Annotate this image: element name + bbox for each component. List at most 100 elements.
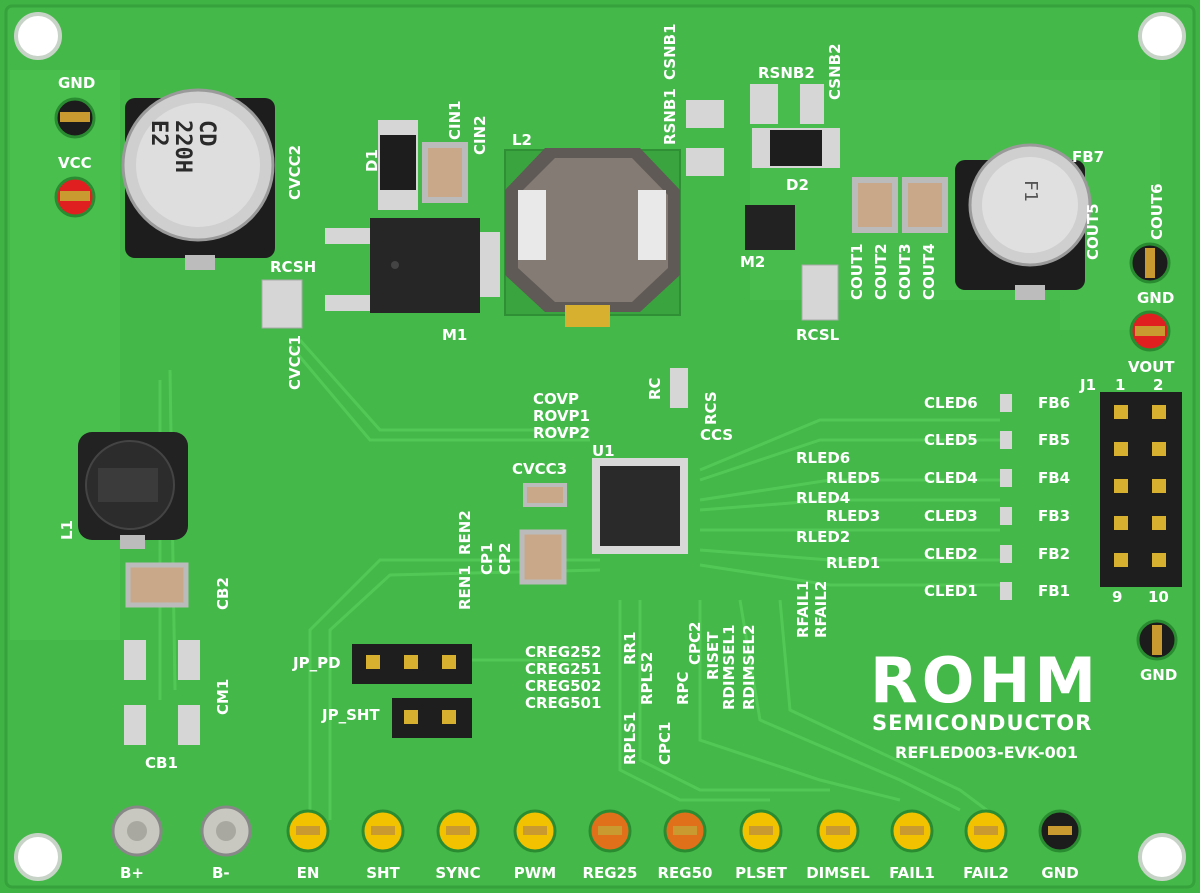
label-rdimsel1: RDIMSEL1	[720, 624, 738, 710]
label-ren1: REN1	[456, 565, 474, 610]
label-right-vout: VOUT	[1128, 358, 1175, 376]
test-point-wire	[673, 826, 697, 835]
terminal-right-vout[interactable]	[1129, 310, 1171, 352]
label-rdimsel2: RDIMSEL2	[740, 624, 758, 710]
label-rled-5: RLED5	[826, 469, 880, 487]
label-rled-1: RLED1	[826, 554, 880, 572]
cled-pad	[1000, 469, 1012, 487]
label-rled-2: RLED2	[796, 528, 850, 546]
label-jp-sht: JP_SHT	[321, 706, 380, 724]
test-point-wire	[446, 826, 470, 835]
mounting-holes	[14, 12, 1186, 881]
test-point-pwm[interactable]: PWM	[513, 809, 557, 882]
pcb-traces	[158, 339, 1001, 822]
label-cb2: CB2	[214, 577, 232, 610]
capacitor-cb2	[125, 562, 189, 608]
ic-u1	[592, 458, 688, 554]
test-point-sync[interactable]: SYNC	[435, 809, 481, 882]
test-point-fail2[interactable]: FAIL2	[963, 809, 1009, 882]
resistor-rsnb1	[686, 100, 724, 128]
test-point-label: PWM	[514, 864, 556, 882]
test-point-plset[interactable]: PLSET	[735, 809, 788, 882]
label-d1: D1	[363, 149, 381, 172]
label-creg252: CREG252	[525, 643, 601, 661]
label-rsnb2: RSNB2	[758, 64, 815, 82]
resistor-rsnb2	[750, 84, 778, 124]
terminal-left-vcc[interactable]	[54, 176, 96, 218]
label-rr1: RR1	[621, 631, 639, 665]
label-cout5: COUT5	[1084, 203, 1102, 260]
test-point-reg50[interactable]: REG50	[658, 809, 713, 882]
test-point-label: SHT	[366, 864, 400, 882]
terminal-bminus[interactable]	[200, 805, 252, 857]
label-cled-5: CLED5	[924, 431, 978, 449]
resistor-rcsh	[261, 279, 303, 329]
capacitor-csnb2	[800, 84, 824, 124]
label-cpc1: CPC1	[656, 722, 674, 765]
label-j1-pin10: 10	[1148, 588, 1169, 606]
mosfet-m1	[325, 218, 500, 313]
label-fb-3: FB3	[1038, 507, 1070, 525]
test-point-label: SYNC	[435, 864, 480, 882]
label-rpls2: RPLS2	[638, 652, 656, 705]
diode-d1	[378, 120, 418, 210]
label-cin1: CIN1	[446, 100, 464, 140]
label-cout2: COUT2	[872, 243, 890, 300]
label-bminus: B-	[212, 864, 230, 882]
test-point-wire	[371, 826, 395, 835]
terminal-left-gnd[interactable]	[54, 97, 96, 139]
label-cvcc2: CVCC2	[286, 145, 304, 200]
terminal-right-gnd-top[interactable]	[1129, 242, 1171, 284]
label-rpls1: RPLS1	[621, 712, 639, 765]
test-point-gnd[interactable]: GND	[1038, 809, 1082, 882]
header-j1	[1100, 392, 1182, 587]
label-cvcc3: CVCC3	[512, 460, 567, 478]
label-cout6: COUT6	[1148, 183, 1166, 240]
terminal-bplus[interactable]	[111, 805, 163, 857]
test-point-sht[interactable]: SHT	[361, 809, 405, 882]
label-fb-4: FB4	[1038, 469, 1070, 487]
part-number: REFLED003-EVK-001	[895, 743, 1078, 762]
label-left-vcc: VCC	[58, 154, 92, 172]
label-cpc2: CPC2	[686, 622, 704, 665]
label-m2: M2	[740, 253, 765, 271]
label-jp-pd: JP_PD	[292, 654, 341, 672]
label-cvcc1: CVCC1	[286, 335, 304, 390]
label-left-gnd: GND	[58, 74, 95, 92]
brand-logo: ROHM	[870, 644, 1100, 717]
label-u1: U1	[592, 442, 615, 460]
label-cp1: CP1	[478, 543, 496, 575]
capacitor-cout-bank	[852, 177, 948, 233]
label-fb-2: FB2	[1038, 545, 1070, 563]
label-cled-3: CLED3	[924, 507, 978, 525]
test-point-dimsel[interactable]: DIMSEL	[806, 809, 870, 882]
test-point-en[interactable]: EN	[286, 809, 330, 882]
label-rcs: RCS	[702, 391, 720, 425]
test-point-label: DIMSEL	[806, 864, 870, 882]
cap-marking-2: 220H	[170, 120, 195, 173]
cled-pad	[1000, 545, 1012, 563]
test-point-fail1[interactable]: FAIL1	[889, 809, 935, 882]
label-rcsh: RCSH	[270, 258, 316, 276]
label-l1: L1	[58, 520, 76, 540]
diode-d2	[752, 128, 840, 168]
terminal-right-gnd-bottom[interactable]	[1136, 619, 1178, 661]
test-point-wire	[598, 826, 622, 835]
label-csnb2: CSNB2	[826, 43, 844, 100]
label-rpc: RPC	[674, 671, 692, 705]
label-rovp2: ROVP2	[533, 424, 590, 442]
capacitor-cvcc3	[523, 483, 567, 507]
mosfet-m2	[745, 205, 795, 250]
inductor-l2	[504, 148, 681, 327]
label-creg251: CREG251	[525, 660, 601, 678]
capacitor-rc	[670, 368, 688, 408]
label-rcsl: RCSL	[796, 326, 840, 344]
test-point-reg25[interactable]: REG25	[583, 809, 638, 882]
test-point-label: REG25	[583, 864, 638, 882]
label-cin2: CIN2	[471, 115, 489, 155]
test-point-wire	[296, 826, 320, 835]
test-point-label: REG50	[658, 864, 713, 882]
cled-pad	[1000, 507, 1012, 525]
